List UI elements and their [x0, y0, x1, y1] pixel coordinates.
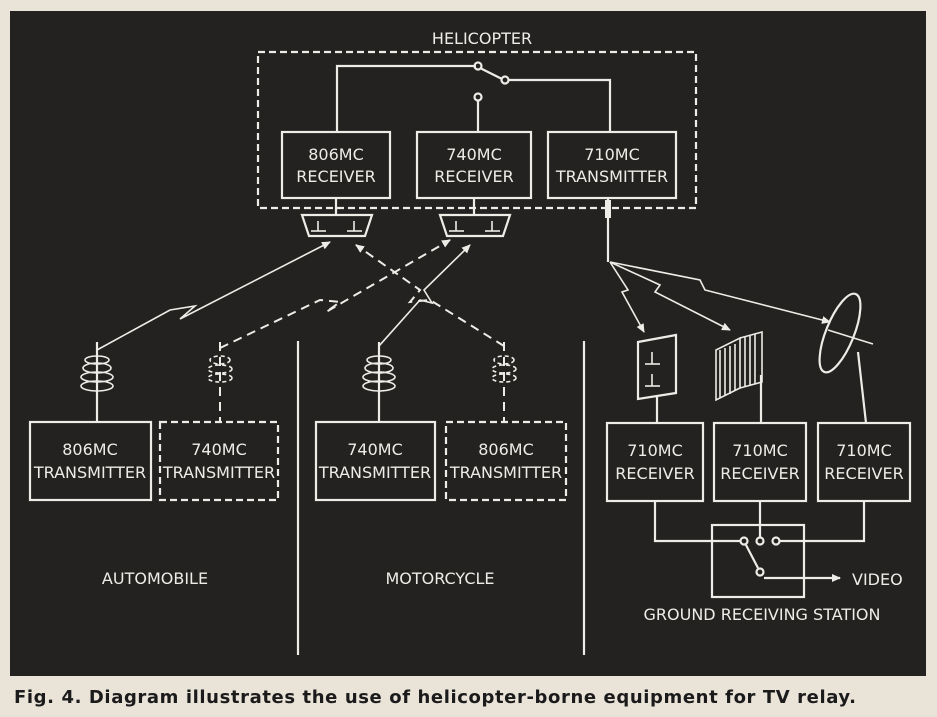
- svg-text:TRANSMITTER: TRANSMITTER: [318, 463, 431, 482]
- svg-text:806MC: 806MC: [62, 440, 118, 459]
- coil-antenna-car-740: [207, 342, 233, 422]
- coil-antenna-car-806: [80, 342, 114, 422]
- helicopter-antenna-710: [605, 198, 611, 262]
- svg-text:RECEIVER: RECEIVER: [824, 464, 903, 483]
- svg-text:RECEIVER: RECEIVER: [615, 464, 694, 483]
- svg-text:710MC: 710MC: [732, 441, 788, 460]
- transmitter-710-helicopter: 710MC TRANSMITTER: [546, 130, 678, 200]
- svg-text:TRANSMITTER: TRANSMITTER: [449, 463, 562, 482]
- ground-antenna-dipole: [636, 333, 678, 423]
- svg-text:RECEIVER: RECEIVER: [720, 464, 799, 483]
- helicopter-antenna-740: [438, 198, 512, 238]
- transmitter-740-motorcycle: 740MC TRANSMITTER: [314, 420, 437, 502]
- svg-text:710MC: 710MC: [627, 441, 683, 460]
- coil-antenna-moto-740: [362, 342, 396, 422]
- svg-text:RECEIVER: RECEIVER: [434, 167, 513, 186]
- transmitter-806-automobile: 806MC TRANSMITTER: [28, 420, 153, 502]
- receiver-710-ground-3: 710MC RECEIVER: [816, 421, 912, 503]
- transmitter-806-motorcycle: 806MC TRANSMITTER: [444, 420, 568, 502]
- ground-antenna-dish: [818, 292, 874, 424]
- diagram-panel: [10, 11, 926, 676]
- helicopter-switch: [335, 61, 612, 132]
- ground-station-switch: [653, 501, 866, 599]
- svg-text:TRANSMITTER: TRANSMITTER: [33, 463, 146, 482]
- svg-text:740MC: 740MC: [191, 440, 247, 459]
- svg-text:710MC: 710MC: [836, 441, 892, 460]
- receiver-710-ground-2: 710MC RECEIVER: [712, 421, 808, 503]
- automobile-label: AUTOMOBILE: [102, 569, 208, 588]
- svg-text:TRANSMITTER: TRANSMITTER: [555, 167, 668, 186]
- video-label: VIDEO: [852, 570, 903, 589]
- transmitter-740-automobile: 740MC TRANSMITTER: [158, 420, 280, 502]
- helicopter-antenna-806: [300, 198, 374, 238]
- receiver-806-helicopter: 806MC RECEIVER: [280, 130, 392, 200]
- svg-text:740MC: 740MC: [446, 145, 502, 164]
- receiver-710-ground-1: 710MC RECEIVER: [605, 421, 705, 503]
- receiver-740-helicopter: 740MC RECEIVER: [415, 130, 533, 200]
- radio-links: [96, 239, 831, 351]
- motorcycle-label: MOTORCYCLE: [385, 569, 494, 588]
- svg-text:806MC: 806MC: [308, 145, 364, 164]
- svg-text:RECEIVER: RECEIVER: [296, 167, 375, 186]
- svg-text:710MC: 710MC: [584, 145, 640, 164]
- svg-text:806MC: 806MC: [478, 440, 534, 459]
- svg-text:740MC: 740MC: [347, 440, 403, 459]
- helicopter-label: HELICOPTER: [432, 29, 532, 48]
- figure-caption: Fig. 4. Diagram illustrates the use of h…: [14, 687, 857, 708]
- svg-text:TRANSMITTER: TRANSMITTER: [162, 463, 275, 482]
- coil-antenna-moto-806: [491, 342, 517, 422]
- ground-antenna-corner-reflector: [715, 330, 763, 423]
- ground-station-label: GROUND RECEIVING STATION: [644, 605, 881, 624]
